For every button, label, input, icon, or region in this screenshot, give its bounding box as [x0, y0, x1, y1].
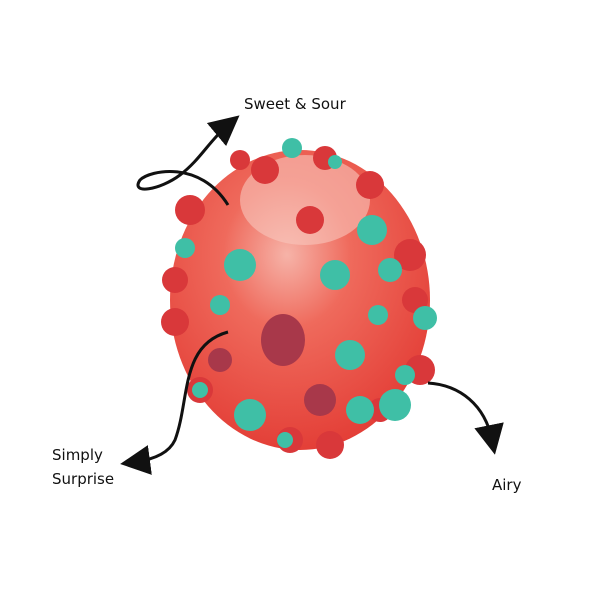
label-simply-line2: Surprise — [52, 470, 115, 488]
arrow-sweet-sour — [136, 115, 240, 206]
label-simply-surprise: Simply Surprise — [52, 443, 114, 491]
arrow-airy — [427, 381, 504, 455]
label-airy: Airy — [492, 476, 522, 494]
label-simply-line1: Simply — [52, 446, 103, 464]
candy-bumps-dark — [208, 314, 336, 416]
arrow-simply-surprise — [120, 330, 229, 475]
candy-bumps-teal — [175, 138, 437, 448]
label-sweet-sour: Sweet & Sour — [244, 95, 346, 113]
